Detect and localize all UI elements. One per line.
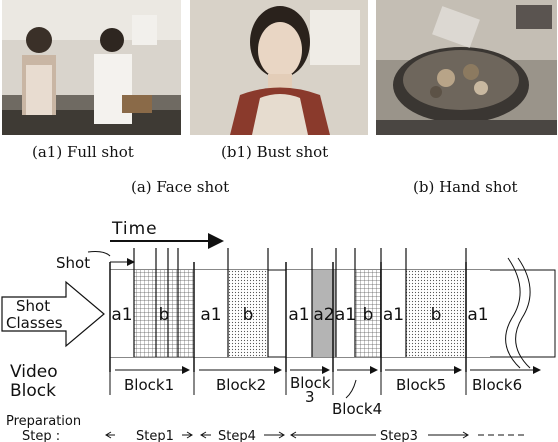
shot-cell-6 [312,270,336,357]
shot-cell-label-10: b [431,305,442,325]
shot-cell-label-1: a1 [111,305,132,325]
shot-cell-2 [134,270,194,357]
video-block-label-line1: Video [10,362,58,382]
timeline-break [515,257,531,369]
shot-cell-label-8: b [363,305,374,325]
block2-label: Block2 [216,376,266,394]
shot-cell-5 [286,270,312,357]
full-shot-caption: (a1) Full shot [32,143,134,161]
shot-pointer-arrow [87,251,111,257]
shot-cell-label-4: b [243,305,254,325]
shot-cell-1 [110,270,134,357]
shot-cell-label-5: a1 [288,305,309,325]
block-row [109,366,541,399]
block3-label-line1: Block [290,374,331,392]
bust-shot-photo [190,0,368,135]
timeline-break [505,257,521,369]
hand-shot-caption: (b) Hand shot [413,178,518,196]
shot-cell-label-7: a1 [335,305,356,325]
shot-cell-label-3: a1 [200,305,221,325]
shot-classes-label-line2: Classes [6,314,63,332]
step-row [105,431,525,439]
step4-label: Step4 [218,429,256,442]
video-block-label-line2: Block [10,381,56,401]
shot-cell-3 [194,270,228,357]
shot-cell-4 [228,270,268,357]
step3-label: Step3 [380,429,418,442]
shot-cell-11 [466,270,490,357]
step1-label: Step1 [136,429,174,442]
shot-cell-10 [406,270,466,357]
preparation-label-line2: Step : [22,429,60,442]
shot-classes-arrow [1,280,105,348]
shot-classes-label-line1: Shot [16,297,50,315]
shot-cell-label-6: a2 [313,305,334,325]
full-shot-photo [2,0,181,135]
shot-cell-label-9: a1 [383,305,404,325]
shot-cell-label-11: a1 [467,305,488,325]
shot-cell-label-2: b [159,305,170,325]
preparation-label-line1: Preparation [6,414,81,429]
bust-shot-caption: (b1) Bust shot [221,143,329,161]
block5-label: Block5 [396,376,446,394]
hand-shot-photo [376,0,557,135]
shot-label: Shot [56,254,90,272]
shot-cell-8 [355,270,381,357]
block4-label: Block4 [332,400,382,418]
time-label: Time [111,219,158,239]
block1-label: Block1 [124,376,174,394]
shot-cell-9 [381,270,406,357]
block3-label-line2: 3 [305,388,315,406]
shot-cell-7 [336,270,355,357]
face-shot-caption: (a) Face shot [131,178,230,196]
block6-label: Block6 [472,376,522,394]
